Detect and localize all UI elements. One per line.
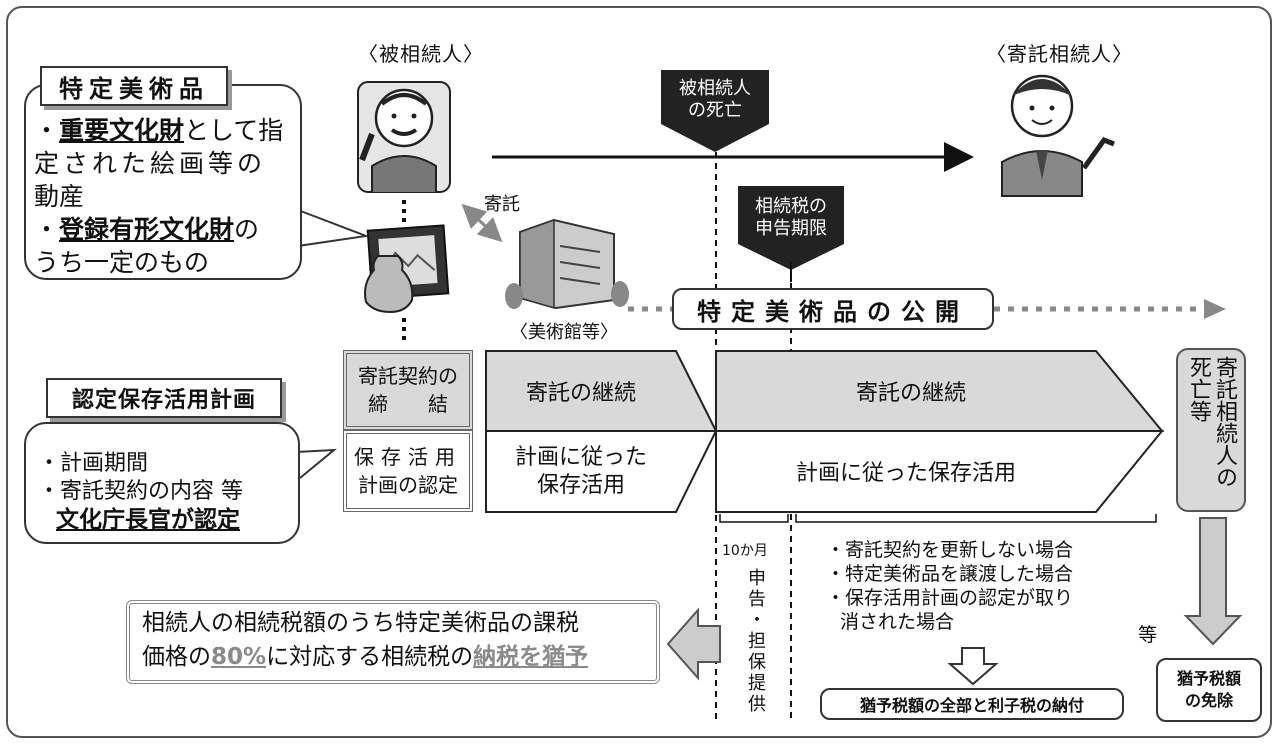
plan-certified-by: 文化庁長官が認定 <box>56 507 240 533</box>
tax-deferral-summary: 相続人の相続税額のうち特定美術品の課税 価格の80%に対応する相続税の納税を猶予 <box>126 600 660 684</box>
deposit-label: 寄託 <box>484 194 520 215</box>
museum-label: 〈美術館等〉 <box>510 322 618 343</box>
art-bullet-1: ・ <box>34 116 60 145</box>
planned-use-1 <box>485 430 718 513</box>
specific-artwork-bubble: ・重要文化財として指 定された絵画等の 動産 ・登録有形文化財の うち一定のもの <box>24 84 302 280</box>
art-line1-rest: として指 <box>184 116 284 145</box>
exempt-l2: の免除 <box>1184 691 1233 710</box>
art-line5: うち一定のもの <box>34 248 210 277</box>
heir-label: 〈寄託相続人〉 <box>986 42 1133 66</box>
contract-l2: 締 結 <box>368 392 448 416</box>
use1-l1: 計画に従った <box>514 445 647 470</box>
condition-1: ・寄託契約を更新しない場合 <box>826 539 1074 561</box>
deposit-contract-cell: 寄託契約の 締 結 <box>343 350 473 430</box>
deadline-marker-text: 相続税の 申告期限 <box>738 194 844 242</box>
museum-building-icon <box>505 218 629 310</box>
use1-l2: 保存活用 <box>536 473 625 498</box>
period-months: 10か月 <box>722 543 768 559</box>
summary-l2a: 価格の <box>142 644 211 670</box>
condition-3: ・保存活用計画の認定が取り <box>826 587 1074 609</box>
exempt-l1: 猶予税額 <box>1176 669 1241 688</box>
art-bullet-2: ・ <box>34 215 60 244</box>
condition-2: ・特定美術品を譲渡した場合 <box>826 563 1074 585</box>
art-line3: 動産 <box>34 182 85 211</box>
plan-bubble: ・計画期間 ・寄託契約の内容 等 文化庁長官が認定 <box>24 422 300 544</box>
summary-l1: 相続人の相続税額のうち特定美術品の課税 <box>142 610 579 636</box>
contract-l1: 寄託契約の <box>358 364 458 388</box>
heir-figure-icon <box>1001 74 1115 197</box>
specific-artwork-title: 特定美術品 <box>40 66 228 106</box>
art-line2: 定された絵画等の <box>34 149 267 178</box>
decedent-death-marker <box>661 70 769 152</box>
filing-deadline-marker <box>738 186 844 270</box>
plan-certification-cell: 保存活用 計画の認定 <box>343 430 473 512</box>
plan-line2: ・寄託契約の内容 等 <box>38 479 243 504</box>
summary-deferral: 納税を猶予 <box>473 644 589 670</box>
deposit-continuation-2-text: 寄託の継続 <box>855 381 966 406</box>
heir-death-box: 寄託相続人の死亡等 <box>1176 348 1246 512</box>
condition-4: 消された場合 <box>840 611 955 633</box>
conditions-list: ・寄託契約を更新しない場合 ・特定美術品を譲渡した場合 ・保存活用計画の認定が取… <box>826 538 1073 634</box>
art-important-cultural-property: 重要文化財 <box>59 116 185 145</box>
period-filing: 申告・担保提供 <box>745 568 766 715</box>
planned-use-1-text: 計画に従った 保存活用 <box>486 434 676 510</box>
artwork-painting-vase-icon <box>364 224 450 314</box>
decedent-label: 〈被相続人〉 <box>358 42 484 66</box>
conditions-etc: 等 <box>1138 624 1158 646</box>
death-marker-text: 被相続人 の死亡 <box>661 76 769 124</box>
death-l2: の死亡 <box>688 100 742 121</box>
certify-l1: 保存活用 <box>354 445 462 469</box>
deadline-l1: 相続税の <box>755 196 827 217</box>
art-line4-rest: の <box>234 215 260 244</box>
deadline-l2: 申告期限 <box>755 218 827 239</box>
diagram-frame <box>6 6 1272 738</box>
certify-l2: 計画の認定 <box>358 473 458 497</box>
plan-line1: ・計画期間 <box>38 451 149 476</box>
tax-exemption-box: 猶予税額 の免除 <box>1156 658 1262 722</box>
full-payment-box: 猶予税額の全部と利子税の納付 <box>820 688 1124 720</box>
death-l1: 被相続人 <box>679 78 751 99</box>
summary-l2b: に対応する相続税の <box>266 644 474 670</box>
public-exhibition-box: 特定美術品の公開 <box>672 288 994 330</box>
plan-title: 認定保存活用計画 <box>46 378 282 418</box>
art-registered-tangible-property: 登録有形文化財 <box>59 215 235 244</box>
heir-death-text: 寄託相続人の死亡等 <box>1186 356 1237 488</box>
deposit-continuation-1-text: 寄託の継続 <box>525 381 636 406</box>
decedent-figure-icon <box>357 81 451 193</box>
planned-use-2 <box>715 430 1165 513</box>
planned-use-2-text: 計画に従った保存活用 <box>795 461 1016 486</box>
summary-pct: 80% <box>211 644 267 670</box>
